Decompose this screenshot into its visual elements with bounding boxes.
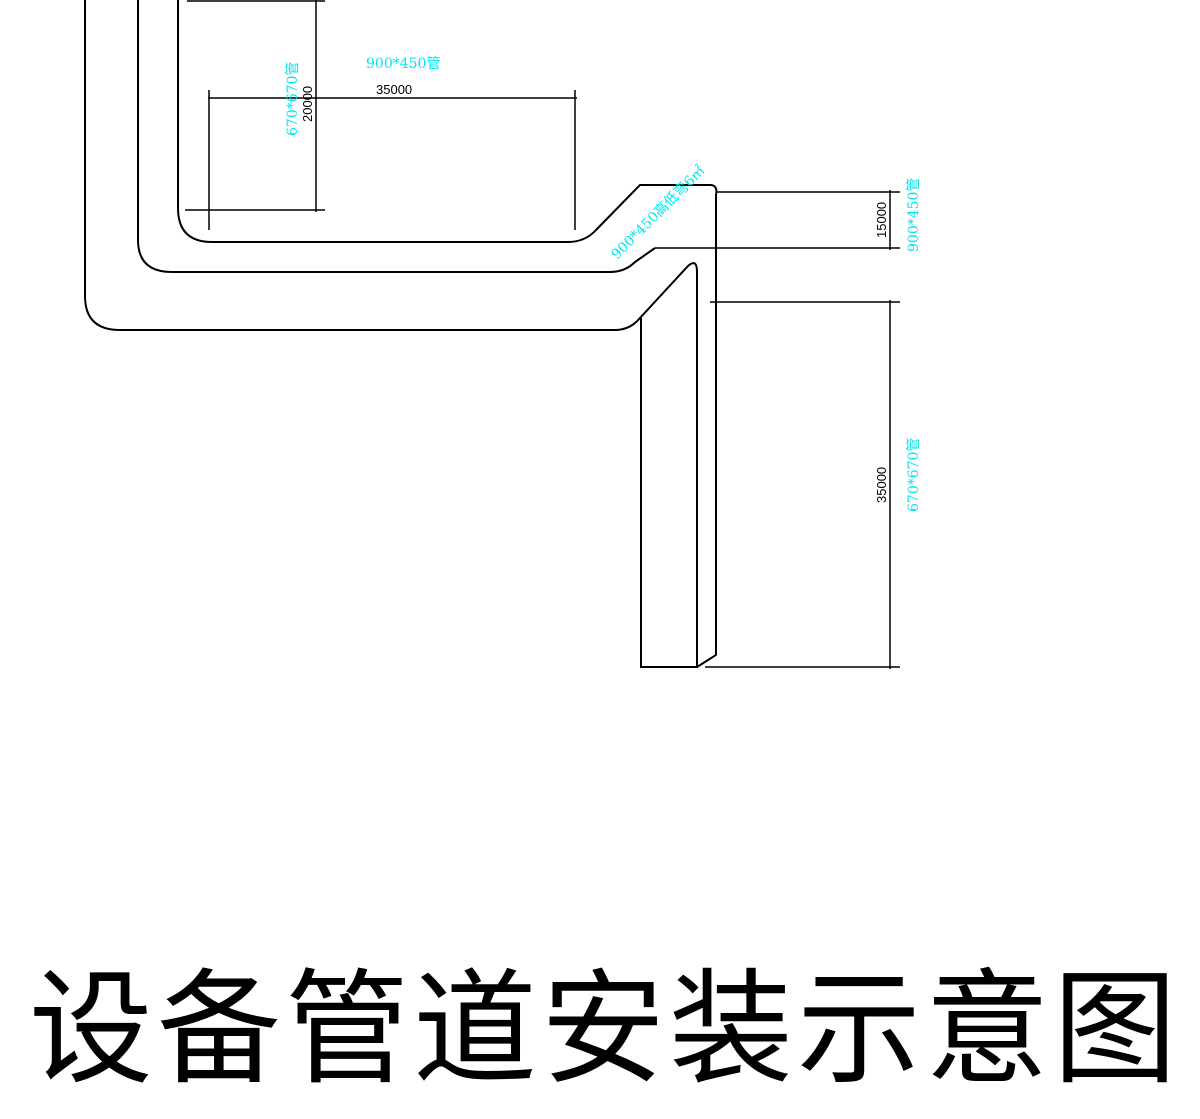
middle-pipe-line	[137, 0, 656, 273]
dim-top-horizontal: 35000	[376, 82, 412, 97]
dim-right-lower: 35000	[874, 467, 889, 503]
label-left-duct: 670*670管	[285, 62, 301, 136]
label-top-duct: 900*450管	[366, 56, 440, 72]
label-right-upper-duct: 900*450管	[906, 178, 922, 252]
diagram-title: 设备管道安装示意图	[28, 958, 1181, 1102]
dim-right-upper: 15000	[874, 202, 889, 238]
label-right-lower-duct: 670*670管	[906, 438, 922, 512]
inner-pipe-line	[177, 0, 718, 668]
outer-pipe-line	[84, 0, 698, 668]
dim-top-vertical: 20000	[300, 86, 315, 122]
dimension-lines	[185, 0, 900, 669]
